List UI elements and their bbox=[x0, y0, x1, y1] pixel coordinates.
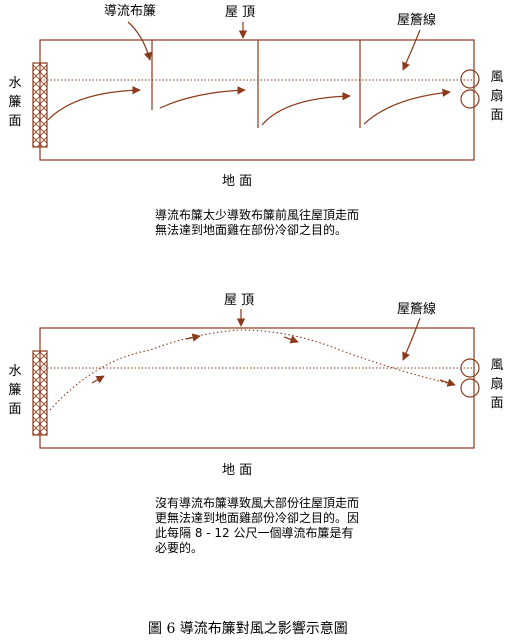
bottom-airflow-arrow-4 bbox=[439, 378, 456, 387]
top-ground-label: 地 面 bbox=[222, 174, 253, 189]
top-water-curtain-label: 水簾面 bbox=[8, 76, 22, 129]
top-fan bbox=[460, 69, 480, 109]
bottom-diagram bbox=[32, 309, 480, 449]
top-eave-label: 屋簷線 bbox=[397, 13, 437, 28]
top-water-curtain bbox=[32, 62, 48, 148]
top-airflow-2 bbox=[159, 86, 246, 109]
bottom-eave-pointer bbox=[402, 317, 421, 361]
top-eave-pointer bbox=[402, 29, 421, 71]
top-roof-label: 屋 頂 bbox=[225, 5, 256, 20]
bottom-eave-label: 屋簷線 bbox=[397, 302, 437, 317]
bottom-water-curtain-label: 水簾面 bbox=[8, 364, 22, 417]
top-diagram bbox=[32, 21, 480, 161]
bottom-caption: 沒有導流布簾導致風大部份往屋頂走而更無法達到地面雞部份冷卻之目的。因此每隔 8 … bbox=[155, 496, 360, 555]
top-curtain-pointer bbox=[127, 21, 153, 61]
bottom-ground-label: 地 面 bbox=[222, 463, 253, 478]
bottom-roof-label: 屋 頂 bbox=[224, 293, 255, 308]
bottom-fan-label: 風扇面 bbox=[490, 358, 504, 411]
top-curtain-label: 導流布簾 bbox=[104, 4, 157, 19]
top-airflow-3 bbox=[261, 92, 351, 126]
bottom-fan bbox=[460, 358, 480, 398]
bottom-airflow-path bbox=[49, 329, 456, 411]
top-caption: 導流布簾太少導致布簾前風往屋頂走而無法達到地面雞在部份冷卻之目的。 bbox=[155, 208, 360, 237]
top-fan-label: 風扇面 bbox=[490, 70, 504, 123]
bottom-airflow-arrow-1 bbox=[91, 375, 105, 384]
figure-title: 圖 6 導流布簾對風之影響示意圖 bbox=[148, 621, 348, 637]
bottom-airflow-arrow-2 bbox=[185, 333, 201, 342]
bottom-airflow-arrow-3 bbox=[283, 335, 299, 344]
top-airflow-4 bbox=[363, 88, 451, 125]
bottom-water-curtain bbox=[32, 350, 48, 436]
top-airflow-1 bbox=[47, 86, 141, 121]
